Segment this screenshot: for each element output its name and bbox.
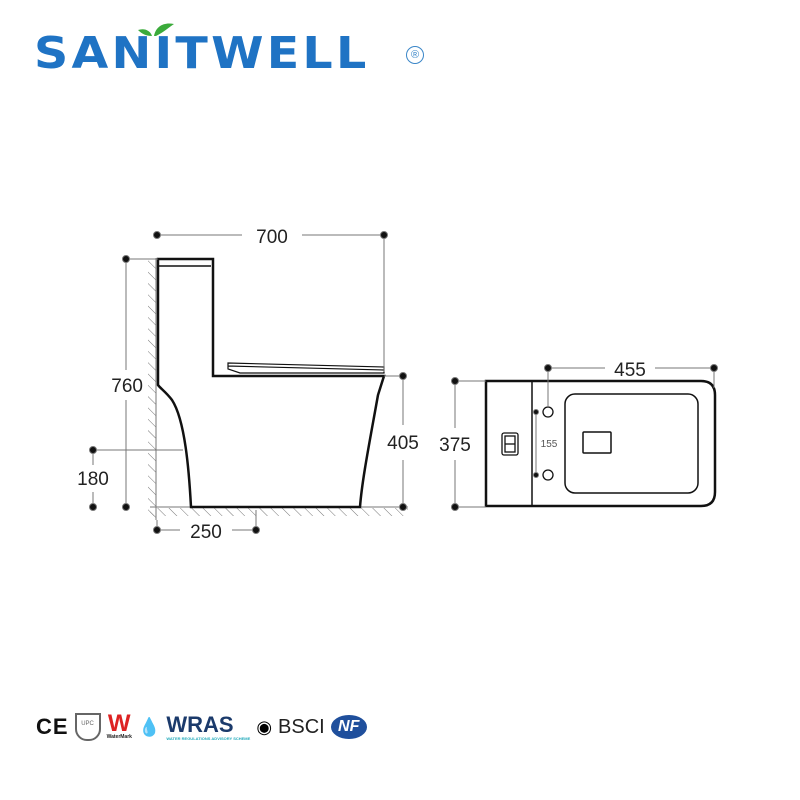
dim-700: 700 <box>256 227 288 248</box>
bsci-globe-icon: ◉ <box>256 716 273 737</box>
wras-text: WRAS <box>166 711 234 737</box>
leaf-icon <box>138 23 174 36</box>
wall-hatch <box>148 258 156 520</box>
floor-hatch <box>150 508 408 516</box>
dim-760: 760 <box>111 376 143 397</box>
dim-250: 250 <box>190 522 222 543</box>
top-view: 455 375 155 <box>439 360 718 511</box>
dim-375: 375 <box>439 435 471 456</box>
seat-lid <box>227 362 385 374</box>
bowl-outline <box>564 393 699 494</box>
watermark-letter: W <box>107 710 131 737</box>
wras-caption: WATER REGULATIONS ADVISORY SCHEME <box>166 735 251 741</box>
dim-405: 405 <box>387 433 419 454</box>
dim-455: 455 <box>614 360 646 381</box>
bolt-hole <box>542 469 554 481</box>
bolt-hole <box>542 406 554 418</box>
toilet-top-outline <box>484 379 717 508</box>
dim-180: 180 <box>77 469 109 490</box>
drain-outline <box>582 431 612 454</box>
watermark-caption: WaterMark <box>106 734 132 740</box>
toilet-side-outline <box>156 257 386 509</box>
flush-button-icon <box>501 432 519 456</box>
registered-mark: ® <box>406 46 424 64</box>
bsci-logo: BSCI <box>278 715 325 738</box>
water-drop-icon: 💧 <box>137 716 161 737</box>
upc-mark: UPC <box>74 713 101 741</box>
nf-logo: NF <box>330 715 367 739</box>
side-view: 700 760 180 405 250 <box>77 227 419 543</box>
dim-155: 155 <box>541 439 558 450</box>
brand-name: SANITWELL <box>34 28 370 79</box>
ce-mark: CE <box>36 714 69 739</box>
